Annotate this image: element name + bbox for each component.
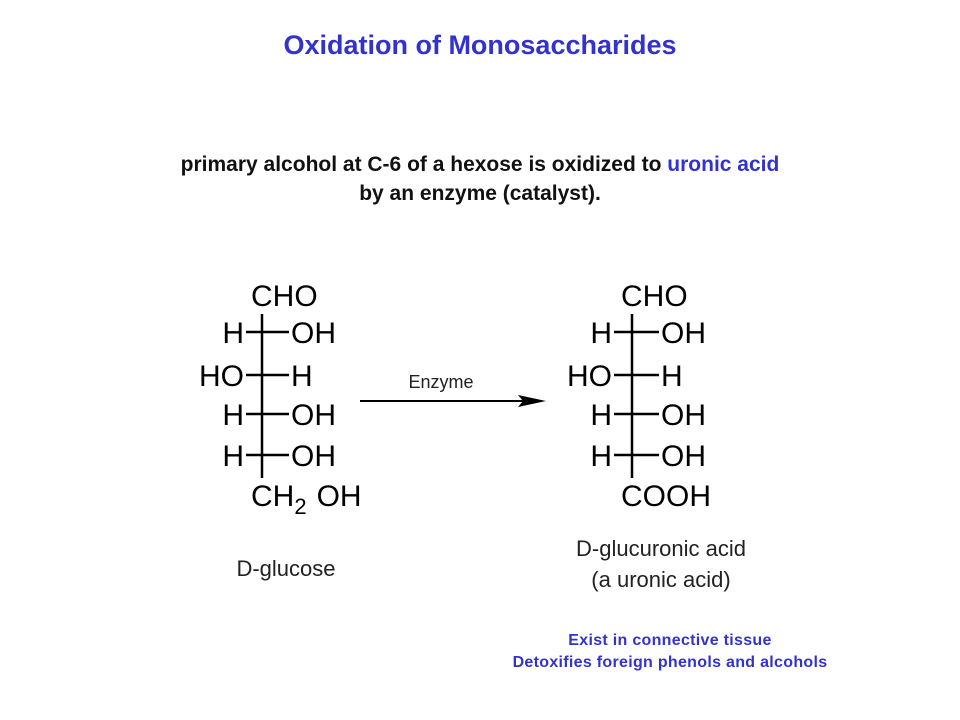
reactant-structure: CHO H OH HO H H OH H OH CH2 OH [199,280,362,519]
product-structure: CHO H OH HO H H OH H OH COOH [567,280,711,513]
product-bottom-group: COOH [621,480,711,513]
reactant-bottom-group: CH2 OH [251,480,362,519]
reactant-name: D-glucose [236,556,335,581]
reactant-row-1-right: OH [291,317,336,350]
product-row-3-right: OH [661,399,706,432]
intro-highlight: uronic acid [667,153,780,176]
page-title: Oxidation of Monosaccharides [283,30,677,60]
product-row-4-left: H [590,440,612,473]
product-top-group: CHO [621,280,688,313]
intro-text: primary alcohol at C-6 of a hexose is ox… [0,150,960,208]
reactant-row-3-left: H [222,399,244,432]
reaction-arrow: Enzyme [360,372,546,407]
reactant-row-2-left: HO [199,360,244,393]
product-name: D-glucuronic acid [576,536,746,561]
reactant-row-4-right: OH [291,440,336,473]
arrow-head-icon [518,395,546,407]
intro-line-2: by an enzyme (catalyst). [359,182,601,205]
reactant-row-3-right: OH [291,399,336,432]
notes: Exist in connective tissue Detoxifies fo… [420,630,920,674]
product-row-2-right: H [661,360,683,393]
note-line-1: Exist in connective tissue [568,632,772,649]
reactant-top-group: CHO [251,280,318,313]
intro-line-1: primary alcohol at C-6 of a hexose is ox… [0,150,960,179]
reactant-row-4-left: H [222,440,244,473]
product-row-4-right: OH [661,440,706,473]
intro-part-1: primary alcohol at C-6 of a hexose is ox… [180,153,668,176]
product-name-note: (a uronic acid) [591,567,730,592]
product-row-1-right: OH [661,317,706,350]
product-row-3-left: H [590,399,612,432]
reactant-bottom-subscript: 2 [294,494,306,519]
arrow-label: Enzyme [408,372,473,392]
note-line-2: Detoxifies foreign phenols and alcohols [512,654,828,671]
product-row-1-left: H [590,317,612,350]
reactant-bottom-main: CH [251,480,294,513]
reactant-row-1-left: H [222,317,244,350]
reactant-row-2-right: H [291,360,313,393]
product-row-2-left: HO [567,360,612,393]
reactant-bottom-tail: OH [317,480,362,513]
